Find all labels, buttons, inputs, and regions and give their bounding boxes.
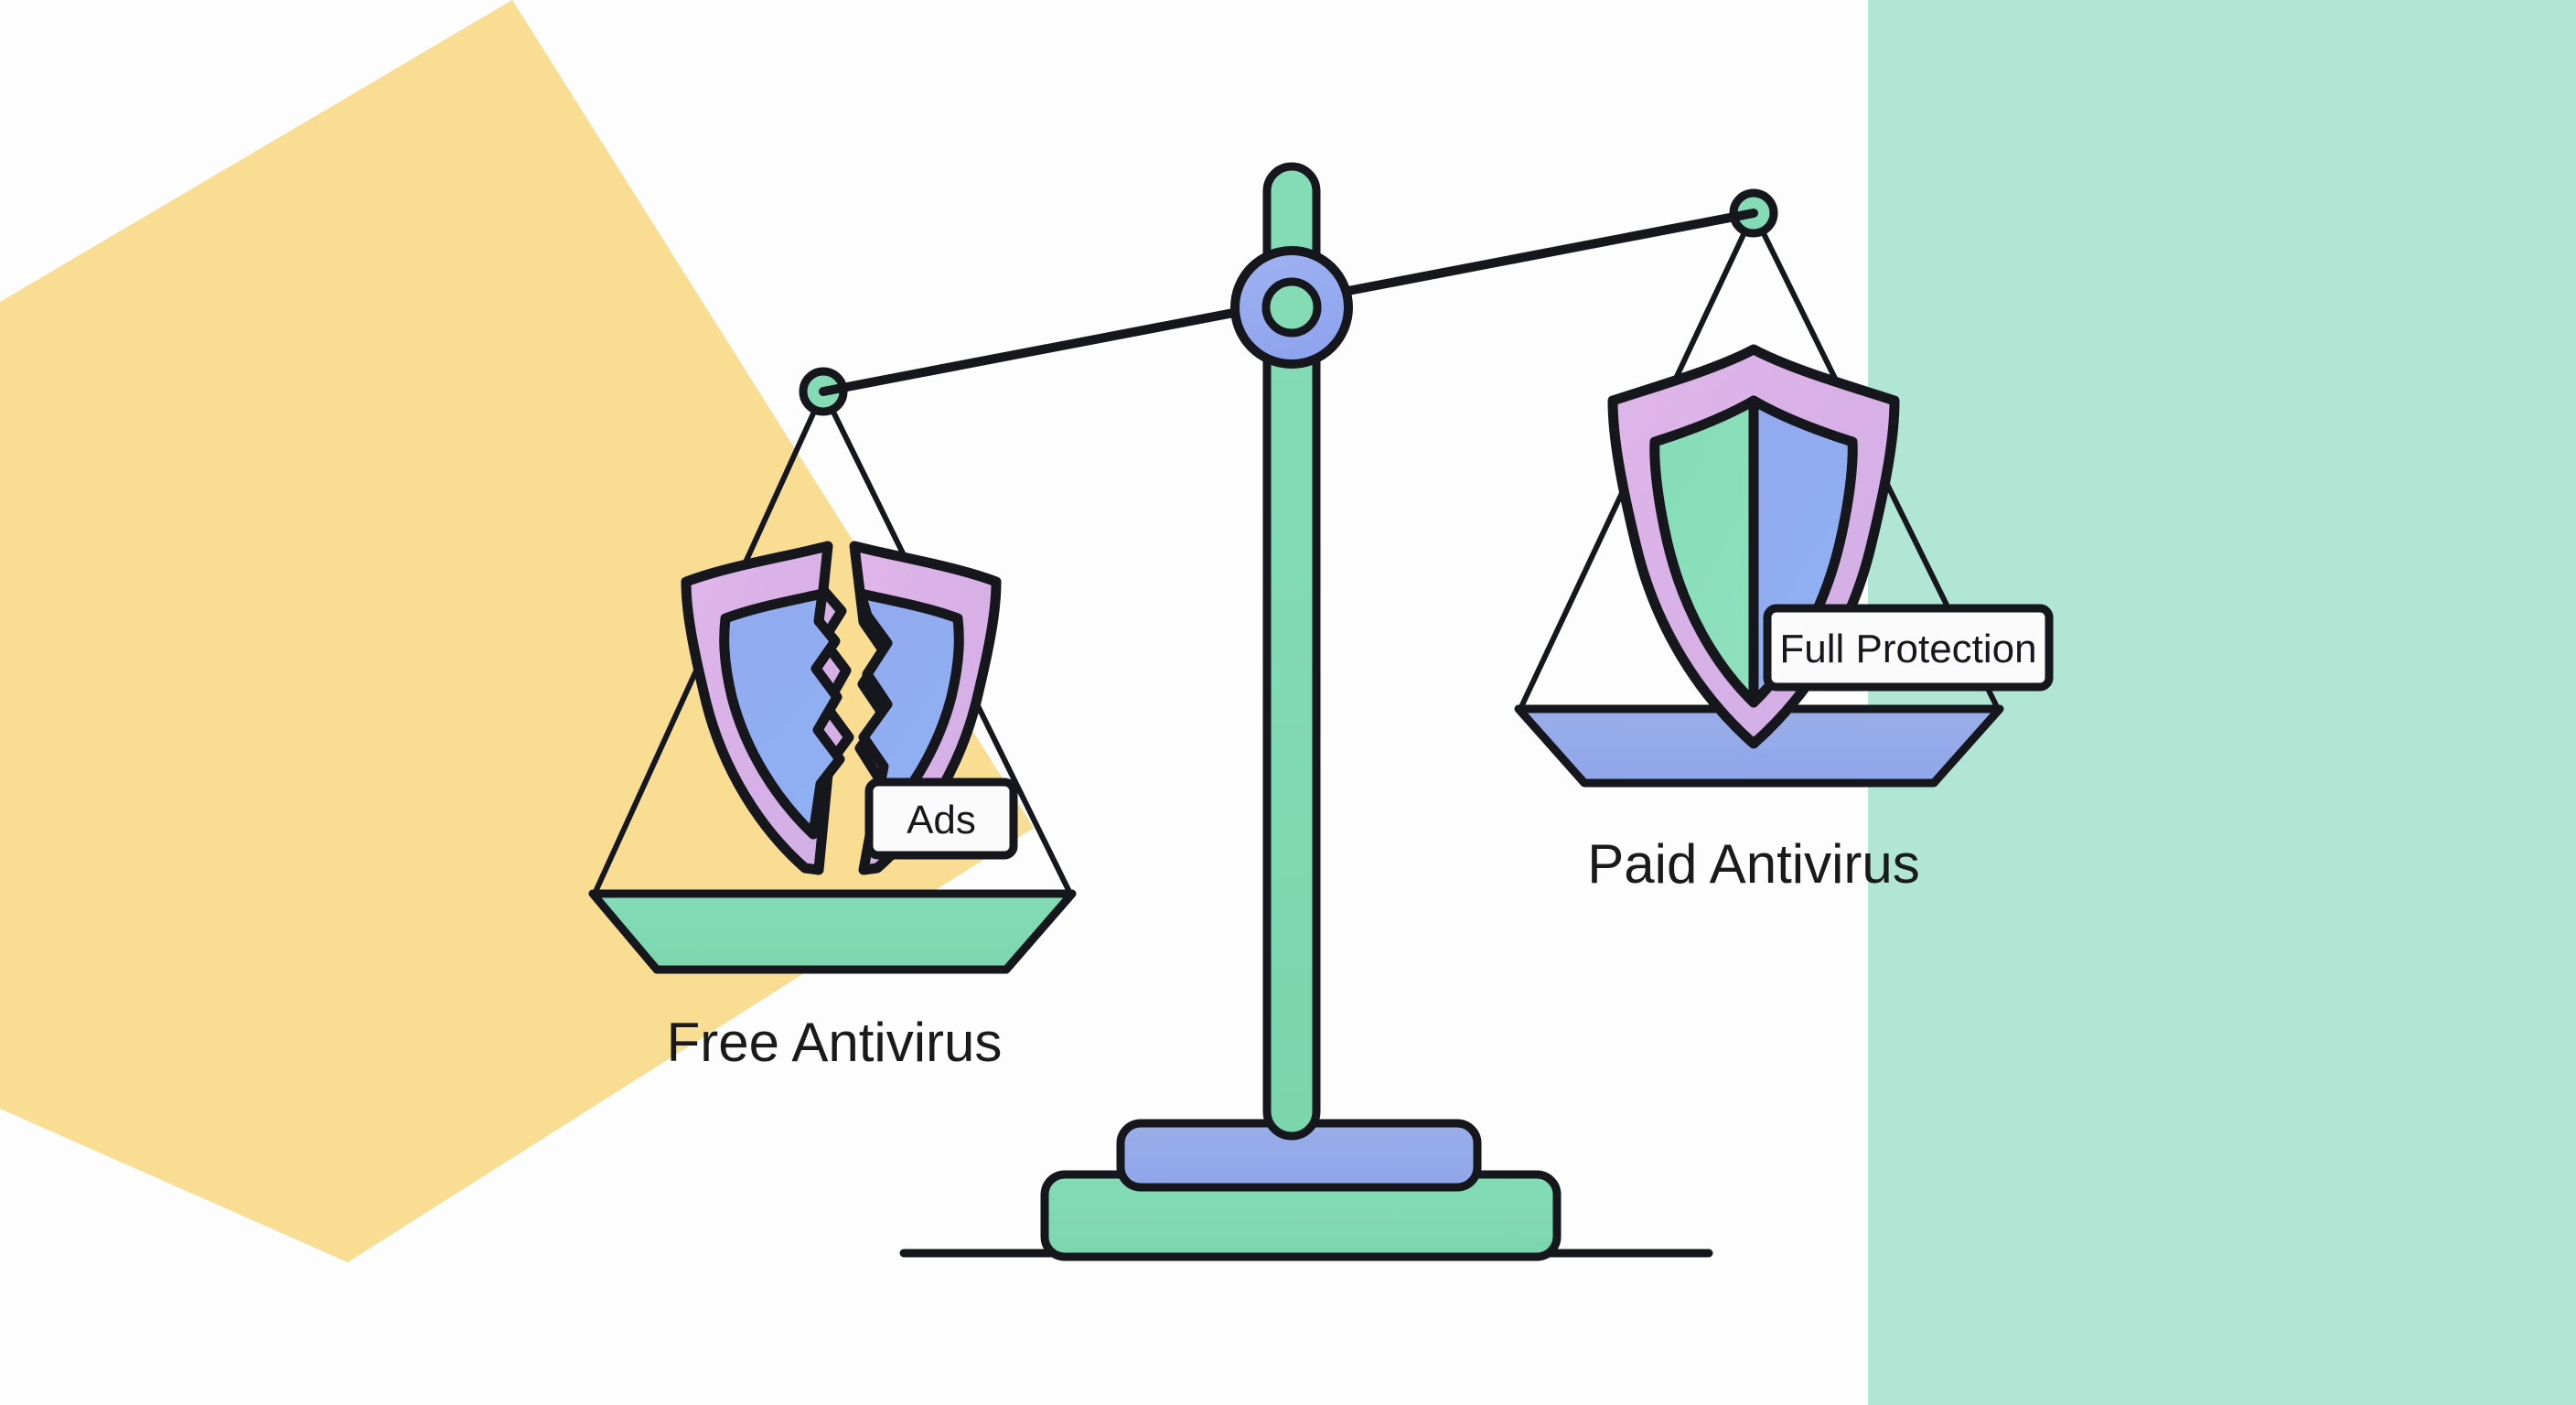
ads-tag-box[interactable] bbox=[864, 778, 1018, 860]
pivot-hub-inner bbox=[1261, 277, 1322, 338]
mint-panel-edge bbox=[1868, 238, 1930, 1405]
broken-shield-icon bbox=[681, 541, 1002, 875]
center-column bbox=[1262, 162, 1321, 1141]
left-pan bbox=[588, 889, 1077, 974]
full-protection-tag-label: Full Protection bbox=[1779, 627, 2036, 671]
intact-shield-inner-left bbox=[1649, 395, 1759, 708]
full-protection-tag[interactable]: Full Protection bbox=[1763, 604, 2054, 692]
right-pan bbox=[1514, 704, 2004, 788]
mint-panel bbox=[1868, 0, 2576, 1405]
paid-antivirus-label: Paid Antivirus bbox=[1587, 833, 1920, 895]
broken-shield-left-inner bbox=[719, 588, 845, 840]
ads-tag[interactable]: Ads bbox=[864, 778, 1018, 860]
full-protection-tag-box[interactable] bbox=[1763, 604, 2054, 692]
ads-tag-label: Ads bbox=[907, 798, 976, 842]
free-antivirus-label: Free Antivirus bbox=[667, 1012, 1003, 1073]
